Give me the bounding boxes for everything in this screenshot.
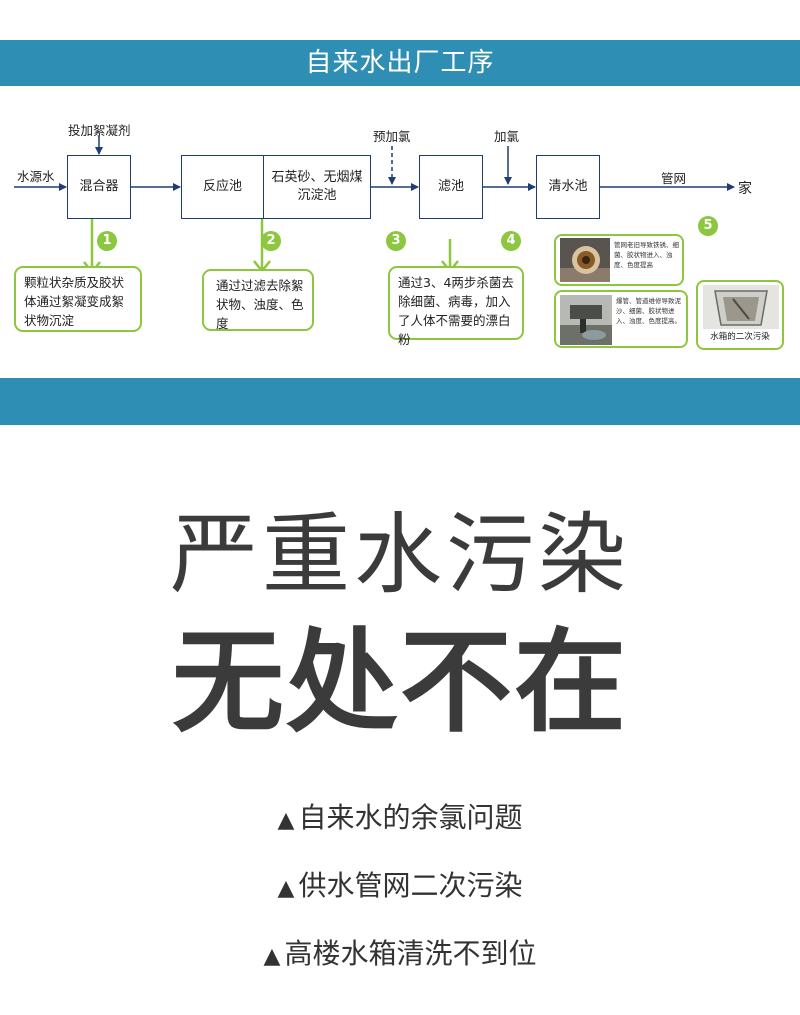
headline-line-2: 无处不在: [172, 618, 628, 748]
pipe-network-label: 管网: [661, 171, 687, 186]
photo-note-water-tank: 水箱的二次污染: [696, 280, 784, 350]
water-tank-caption: 水箱的二次污染: [710, 332, 770, 342]
triangle-icon: ▲: [263, 944, 281, 969]
reaction-tank-box: 反应池: [181, 155, 264, 219]
water-tank-photo: [703, 285, 779, 329]
note-1: 颗粒状杂质及胶状体通过絮凝变成絮状物沉淀: [14, 266, 142, 332]
chlorine-label: 加氯: [494, 129, 520, 144]
step-badge-1: 1: [97, 231, 117, 251]
pre-chlorine-label: 预加氯: [373, 129, 411, 144]
clear-water-tank-box: 清水池: [536, 155, 600, 219]
bullet-item-2: ▲供水管网二次污染: [0, 866, 800, 909]
note-3-4-text: 通过3、4两步杀菌去除细菌、病毒，加入了人体不需要的漂白粉: [398, 275, 514, 347]
section-divider-band: [0, 378, 800, 425]
pipe-burst-text: 爆管、管道维修导致泥沙、细菌、胶状物进入、浊度、色度提高。: [616, 297, 681, 325]
pipe-burst-photo: [560, 295, 612, 345]
step-badge-2: 2: [261, 231, 281, 251]
reaction-tank-label: 反应池: [202, 179, 242, 194]
triangle-icon: ▲: [277, 808, 295, 833]
bullet-item-1: ▲自来水的余氯问题: [0, 798, 800, 841]
rusty-pipe-photo: [560, 238, 610, 282]
headline-line-1: 严重水污染: [169, 503, 630, 606]
sediment-tank-box: 石英砂、无烟煤 沉淀池: [263, 155, 371, 219]
note-2: 通过过滤去除絮状物、浊度、色度: [202, 269, 314, 331]
note-1-text: 颗粒状杂质及胶状体通过絮凝变成絮状物沉淀: [24, 275, 125, 328]
bullet-2-text: 供水管网二次污染: [298, 869, 523, 902]
sediment-tank-line1: 石英砂、无烟煤: [271, 170, 363, 185]
clear-water-tank-label: 清水池: [548, 179, 588, 194]
mixer-box: 混合器: [67, 155, 131, 219]
note-3-4: 通过3、4两步杀菌去除细菌、病毒，加入了人体不需要的漂白粉: [388, 266, 524, 347]
flocculant-label: 投加絮凝剂: [68, 123, 131, 138]
bullet-3-text: 高楼水箱清洗不到位: [284, 937, 537, 970]
filter-tank-box: 滤池: [419, 155, 483, 219]
note-2-text: 通过过滤去除絮状物、浊度、色度: [216, 278, 304, 331]
bullet-item-3: ▲高楼水箱清洗不到位: [0, 934, 800, 977]
water-treatment-diagram: 水源水 投加絮凝剂 预加氯 加氯 管网 家 混合器 反应池 石英砂、无烟煤 沉淀…: [0, 86, 800, 378]
page-header-title: 自来水出厂工序: [0, 40, 800, 86]
photo-note-rusty-pipe: 管网老旧导致铁锈、细菌、胶状物进入、浊度、色度提高: [554, 234, 684, 286]
photo-note-pipe-burst: 爆管、管道维修导致泥沙、细菌、胶状物进入、浊度、色度提高。: [554, 290, 688, 348]
home-label: 家: [738, 181, 752, 197]
step-badge-5: 5: [698, 216, 718, 236]
rusty-pipe-text: 管网老旧导致铁锈、细菌、胶状物进入、浊度、色度提高: [614, 241, 679, 269]
bullet-1-text: 自来水的余氯问题: [298, 801, 523, 834]
step-badge-4: 4: [501, 231, 521, 251]
mixer-label: 混合器: [79, 179, 119, 194]
sediment-tank-line2: 沉淀池: [297, 188, 337, 203]
source-water-label: 水源水: [17, 169, 55, 184]
triangle-icon: ▲: [277, 876, 295, 901]
filter-tank-label: 滤池: [437, 179, 464, 194]
step-badge-3: 3: [386, 231, 406, 251]
